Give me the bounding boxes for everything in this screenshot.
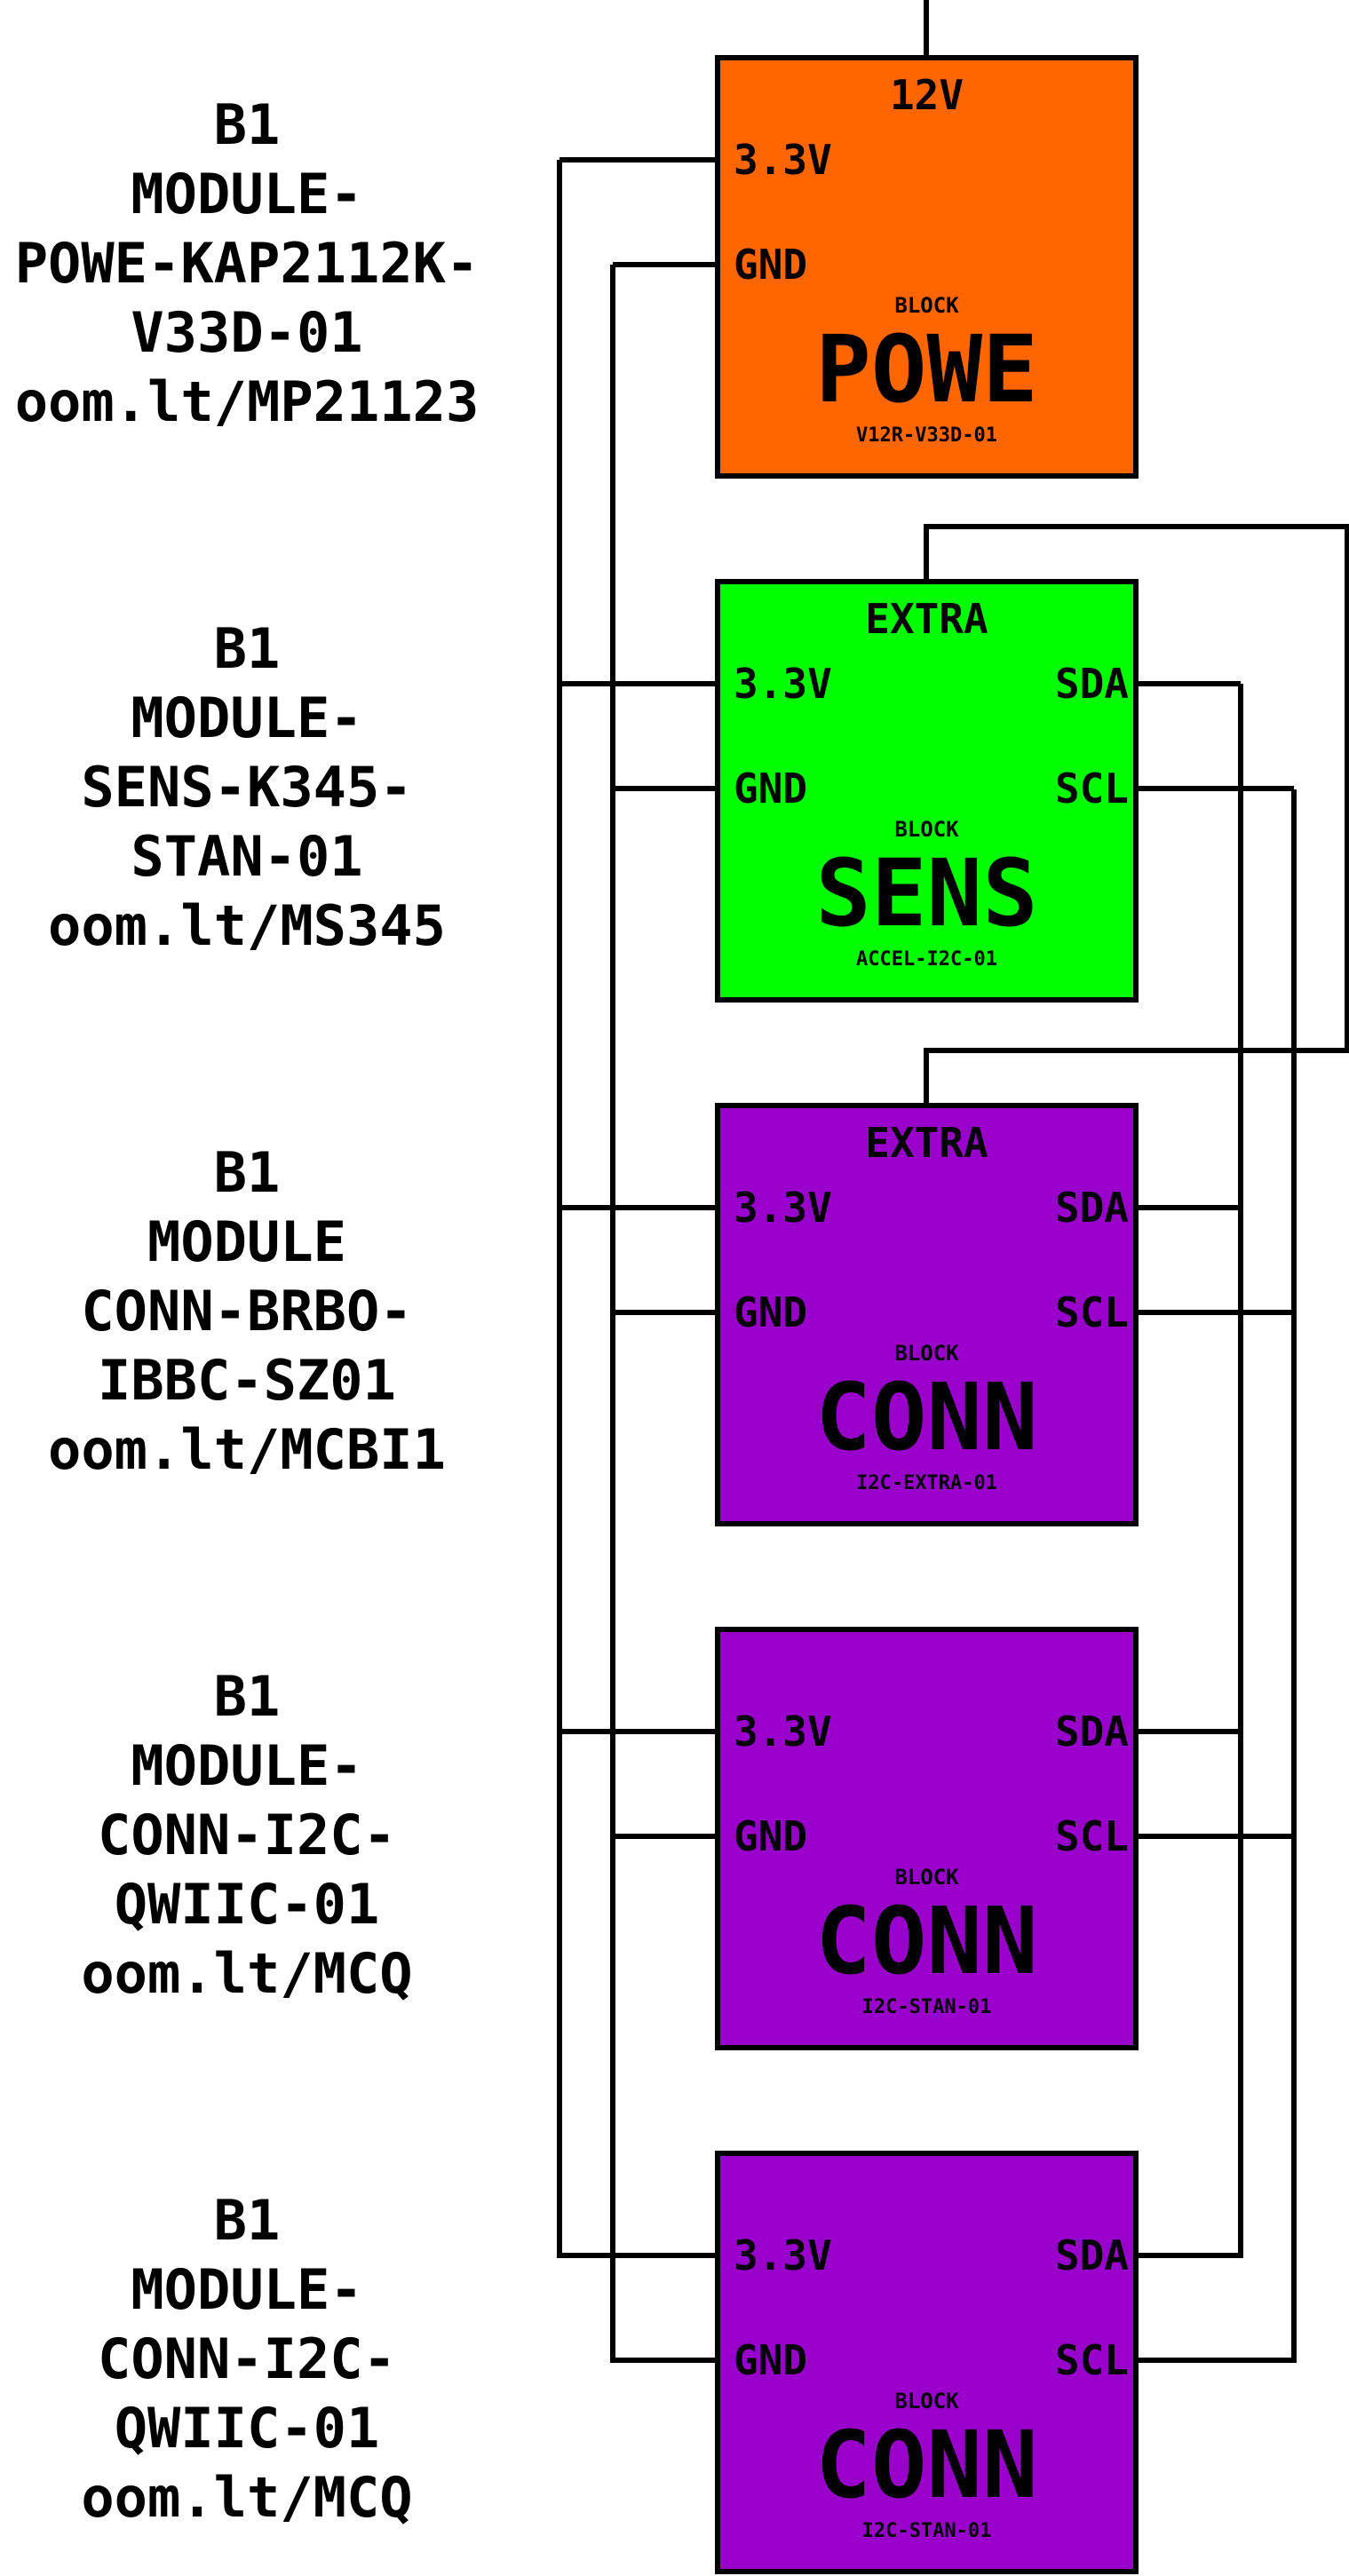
module-label-line: B1	[214, 2188, 281, 2253]
module-code: V12R-V33D-01	[856, 424, 997, 447]
module-label-line: V33D-01	[131, 300, 362, 365]
pin-label-right: SDA	[1055, 1708, 1129, 1756]
module-label-line: oom.lt/MS345	[48, 893, 446, 958]
module-label-line: IBBC-SZ01	[98, 1348, 396, 1413]
module-label-line: CONN-I2C-	[98, 1803, 396, 1867]
module-label-line: MODULE	[147, 1209, 346, 1274]
module-name: CONN	[815, 2411, 1037, 2519]
module-label-line: MODULE-	[131, 162, 362, 226]
module-code: I2C-STAN-01	[862, 2520, 992, 2542]
block-label: BLOCK	[894, 1341, 959, 1366]
pin-label-right: SDA	[1055, 660, 1129, 708]
module-name: CONN	[815, 1887, 1037, 1995]
module-label-line: B1	[214, 92, 281, 157]
module-label-line: CONN-I2C-	[98, 2326, 396, 2391]
module-label-line: CONN-BRBO-	[81, 1279, 412, 1343]
pin-label-right: SCL	[1055, 1812, 1129, 1860]
module-label-line: MODULE-	[131, 686, 362, 750]
module-label-line: STAN-01	[131, 824, 362, 889]
pin-label-left: 3.3V	[734, 660, 832, 708]
module-label-line: B1	[214, 1140, 281, 1205]
module-label-line: SENS-K345-	[81, 755, 412, 820]
pin-label-right: SDA	[1055, 2231, 1129, 2279]
pin-label-left: 3.3V	[734, 1184, 832, 1232]
module-top-label: 12V	[890, 71, 964, 119]
pin-label-left: GND	[734, 1288, 807, 1336]
pin-label-left: 3.3V	[734, 2231, 832, 2279]
module-name: POWE	[815, 315, 1037, 424]
pin-label-left: GND	[734, 765, 807, 812]
pin-label-left: GND	[734, 241, 807, 289]
module-label-line: MODULE-	[131, 1733, 362, 1798]
pin-label-right: SCL	[1055, 2336, 1129, 2384]
module-box	[715, 1627, 1139, 2050]
pin-label-right: SDA	[1055, 1184, 1129, 1232]
module-label-line: POWE-KAP2112K-	[15, 231, 480, 296]
module-box	[715, 55, 1139, 479]
module-name: SENS	[815, 839, 1037, 947]
module-box	[715, 2151, 1139, 2574]
module-name: CONN	[815, 1363, 1037, 1471]
module-label-line: QWIIC-01	[115, 2396, 380, 2461]
module-code: I2C-STAN-01	[862, 1996, 992, 2018]
module-label-line: oom.lt/MCQ	[81, 1941, 412, 2006]
module-label-line: oom.lt/MCQ	[81, 2465, 412, 2530]
module-label-line: oom.lt/MP21123	[15, 369, 480, 434]
pin-label-left: 3.3V	[734, 136, 832, 184]
module-top-label: EXTRA	[865, 1119, 988, 1167]
module-boxes: 12V3.3VGNDBLOCKPOWEV12R-V33D-01EXTRA3.3V…	[715, 55, 1139, 2574]
pin-label-left: 3.3V	[734, 1708, 832, 1756]
module-label-line: MODULE-	[131, 2257, 362, 2322]
module-box	[715, 579, 1139, 1003]
pin-label-left: GND	[734, 1812, 807, 1860]
module-top-label: EXTRA	[865, 595, 988, 643]
wire-extra-link	[924, 524, 1349, 1106]
pin-label-right: SCL	[1055, 765, 1129, 812]
module-code: I2C-EXTRA-01	[856, 1472, 997, 1494]
block-label: BLOCK	[894, 2389, 959, 2414]
block-label: BLOCK	[894, 817, 959, 842]
module-label-line: oom.lt/MCBI1	[48, 1417, 446, 1482]
block-label: BLOCK	[894, 1865, 959, 1890]
module-label-line: QWIIC-01	[115, 1872, 380, 1937]
module-label-line: B1	[214, 616, 281, 681]
pin-label-left: GND	[734, 2336, 807, 2384]
module-code: ACCEL-I2C-01	[856, 948, 997, 971]
module-label-line: B1	[214, 1664, 281, 1729]
module-box	[715, 1103, 1139, 1526]
block-label: BLOCK	[894, 293, 959, 318]
module-label-1: B1MODULE-POWE-KAP2112K-V33D-01oom.lt/MP2…	[15, 92, 480, 434]
pin-label-right: SCL	[1055, 1288, 1129, 1336]
pin-wires	[559, 157, 1294, 2363]
module-labels: B1MODULE-POWE-KAP2112K-V33D-01oom.lt/MP2…	[15, 92, 480, 2530]
